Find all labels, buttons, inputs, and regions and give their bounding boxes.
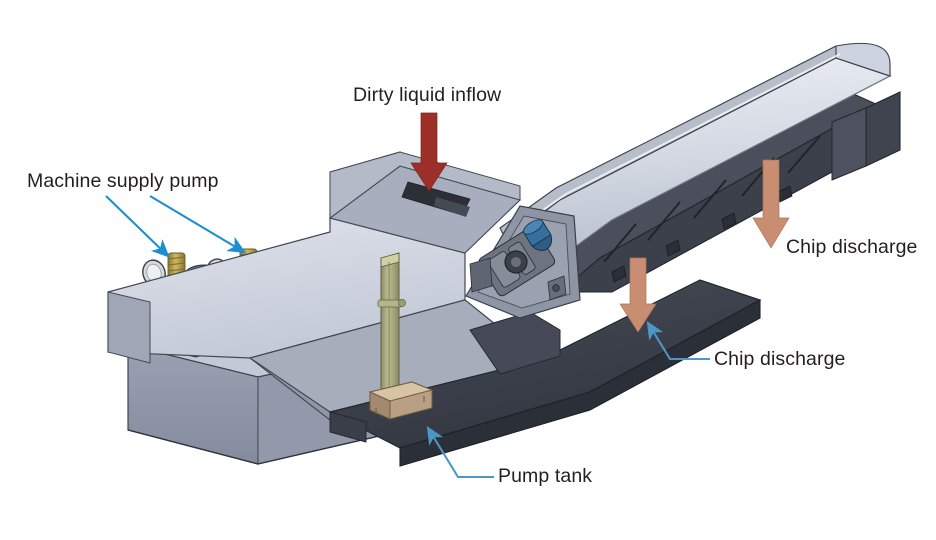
level-standpipe: [368, 252, 434, 420]
chip-discharge-arrow-bottom: [619, 257, 657, 333]
leader-chip-discharge-bottom: [646, 321, 710, 361]
label-machine-supply-pump: Machine supply pump: [27, 170, 219, 192]
label-dirty-liquid-inflow: Dirty liquid inflow: [353, 84, 502, 106]
leader-machine-supply-pump: [105, 195, 246, 258]
label-chip-discharge-right: Chip discharge: [786, 236, 918, 258]
conveyor-drive-motor: [465, 205, 581, 319]
dirty-liquid-inflow-arrow: [410, 112, 448, 192]
chip-discharge-arrow-right: [752, 159, 790, 249]
label-chip-discharge-bottom: Chip discharge: [714, 348, 846, 370]
leader-pump-tank: [426, 426, 494, 479]
label-pump-tank: Pump tank: [498, 465, 593, 487]
